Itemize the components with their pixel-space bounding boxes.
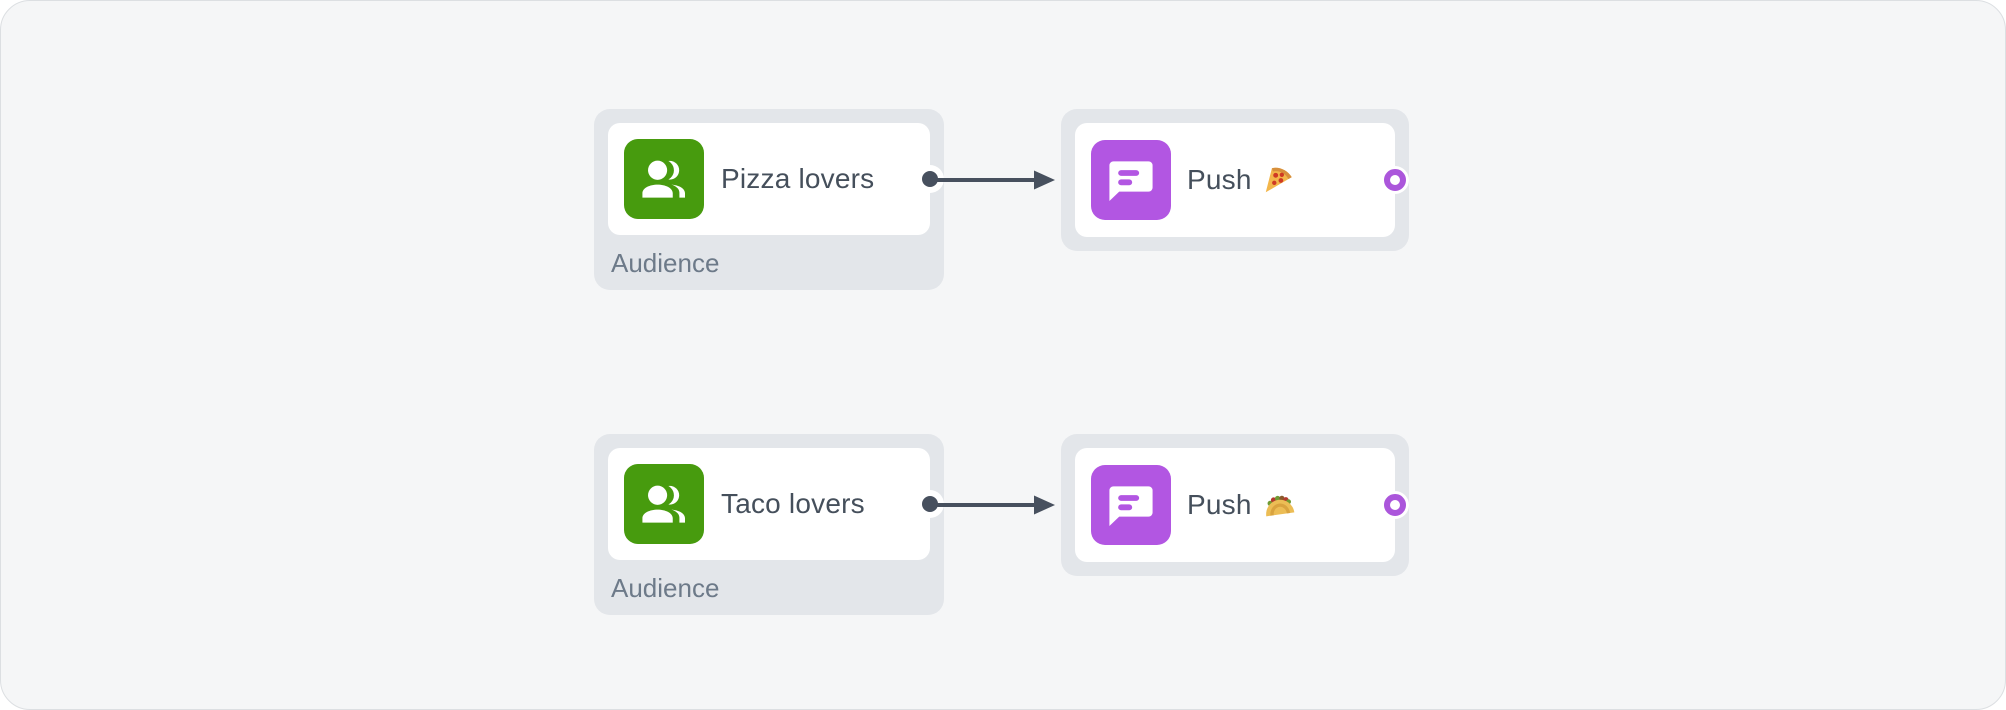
output-port-ring[interactable] [1384,494,1406,516]
output-port-dot[interactable] [922,496,938,512]
connection-arrow [934,495,1055,515]
node-title: Push [1187,488,1296,522]
connection-arrow [934,170,1055,190]
taco-emoji [1262,488,1296,522]
node-title: Pizza lovers [721,163,875,194]
audience-node-pizza[interactable]: Pizza lovers Audience [594,109,944,290]
push-node-card[interactable]: Push [1075,448,1409,562]
chat-bubble-icon [1091,140,1171,220]
pizza-emoji [1262,163,1296,197]
output-port-dot[interactable] [922,171,938,187]
audience-node-card[interactable]: Pizza lovers [608,123,944,235]
chat-bubble-icon [1091,465,1171,545]
push-node-card[interactable]: Push [1075,123,1409,237]
node-title: Taco lovers [721,488,865,519]
push-label: Push [1187,489,1252,520]
node-type-label: Audience [611,248,720,278]
node-title: Push [1187,163,1296,197]
group-icon [624,464,704,544]
push-label: Push [1187,164,1252,195]
group-icon [624,139,704,219]
audience-node-card[interactable]: Taco lovers [608,448,944,560]
output-port-ring[interactable] [1384,169,1406,191]
push-node-pizza[interactable]: Push [1061,109,1409,251]
node-type-label: Audience [611,573,720,603]
push-node-taco[interactable]: Push [1061,434,1409,576]
audience-node-taco[interactable]: Taco lovers Audience [594,434,944,615]
